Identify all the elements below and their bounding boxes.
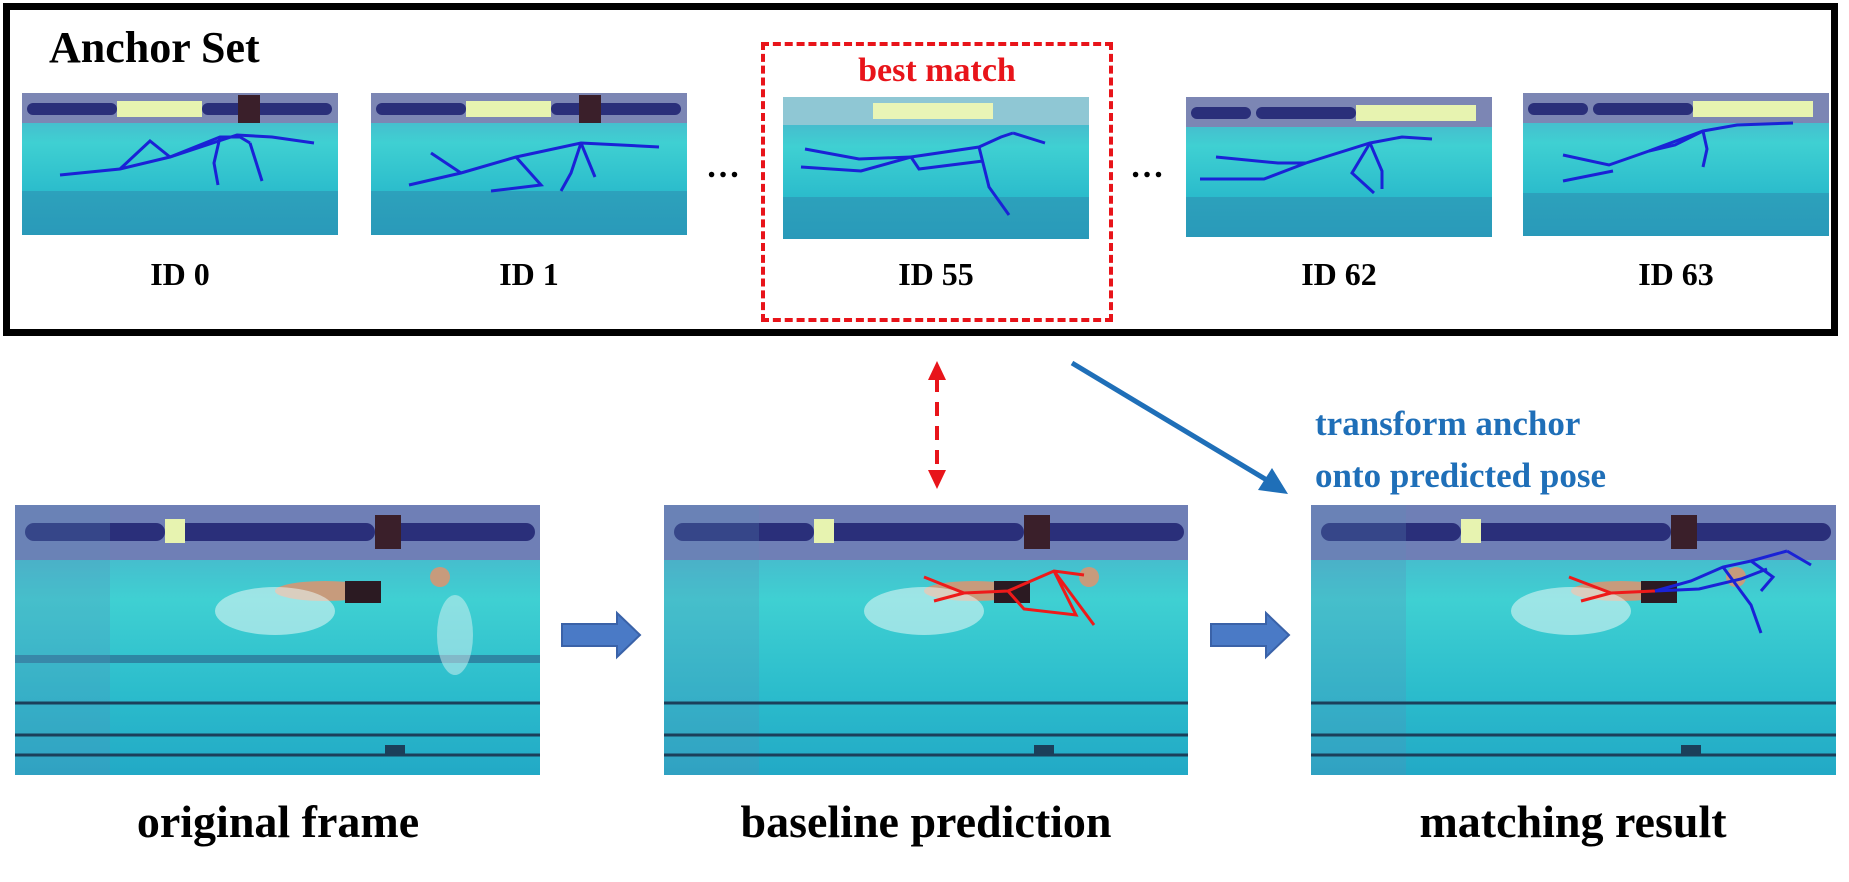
transform-annotation-line1: transform anchor [1315, 404, 1581, 443]
anchor-thumbnail-id0 [22, 93, 338, 235]
flow-arrow-2 [1210, 610, 1291, 660]
anchor-thumbnail-id1 [371, 93, 687, 235]
flow-arrow-1 [561, 610, 642, 660]
transform-annotation-line2: onto predicted pose [1315, 456, 1607, 495]
best-match-highlight-box [761, 42, 1113, 322]
anchor-id-label-55: ID 55 [898, 256, 974, 292]
transform-annotation: transform anchor onto predicted pose [1315, 398, 1606, 502]
matching-result-image [1311, 505, 1836, 775]
anchor-thumbnail-id62 [1186, 97, 1492, 237]
anchor-thumbnail-id63 [1523, 93, 1829, 236]
baseline-prediction-image [664, 505, 1188, 775]
best-match-link-arrow [928, 361, 946, 489]
caption-matching-result: matching result [1419, 796, 1727, 847]
anchor-set-title: Anchor Set [49, 23, 260, 72]
anchor-id-label-0: ID 0 [150, 256, 210, 292]
anchor-set-panel [3, 3, 1838, 336]
ellipsis-left: … [706, 148, 740, 185]
anchor-id-label-62: ID 62 [1301, 256, 1377, 292]
anchor-thumbnail-id55 [783, 97, 1089, 239]
caption-original-frame: original frame [136, 796, 420, 847]
transform-arrow [1070, 360, 1288, 494]
anchor-id-label-1: ID 1 [499, 256, 559, 292]
anchor-id-label-63: ID 63 [1638, 256, 1714, 292]
caption-baseline-prediction: baseline prediction [740, 796, 1112, 847]
original-frame-image [15, 505, 540, 775]
best-match-label: best match [858, 52, 1016, 89]
ellipsis-right: … [1130, 148, 1164, 185]
